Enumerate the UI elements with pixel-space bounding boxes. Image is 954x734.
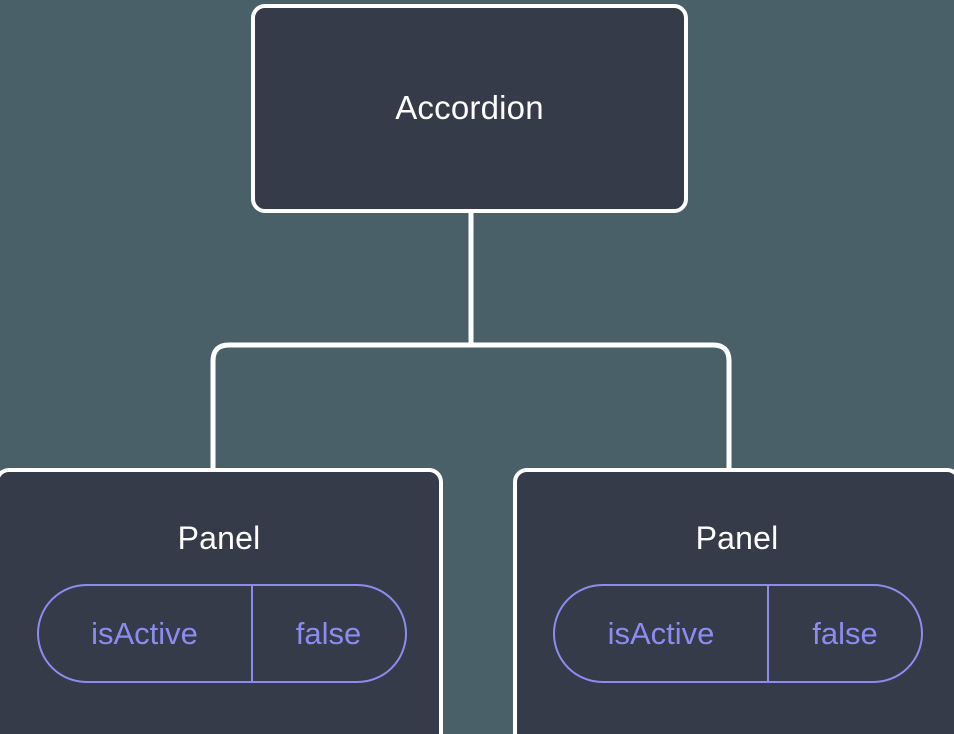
- tree-node-panel-1[interactable]: Panel isActive false: [0, 468, 443, 734]
- connector-branch-bar: [210, 342, 732, 470]
- tree-node-panel-2-title: Panel: [695, 520, 779, 556]
- prop-badge-value-2: false: [812, 616, 878, 652]
- prop-badge-value-1: false: [295, 616, 362, 652]
- tree-node-panel-2[interactable]: Panel isActive false: [513, 468, 954, 734]
- tree-node-accordion[interactable]: Accordion: [251, 4, 688, 213]
- prop-badge-key-2: isActive: [555, 586, 769, 682]
- tree-node-panel-1-title: Panel: [177, 520, 261, 556]
- tree-node-accordion-title: Accordion: [395, 89, 544, 127]
- prop-badge-key-1: isActive: [39, 586, 253, 682]
- prop-badge-isactive-1[interactable]: isActive false: [36, 584, 407, 684]
- prop-badge-isactive-2[interactable]: isActive false: [553, 584, 923, 684]
